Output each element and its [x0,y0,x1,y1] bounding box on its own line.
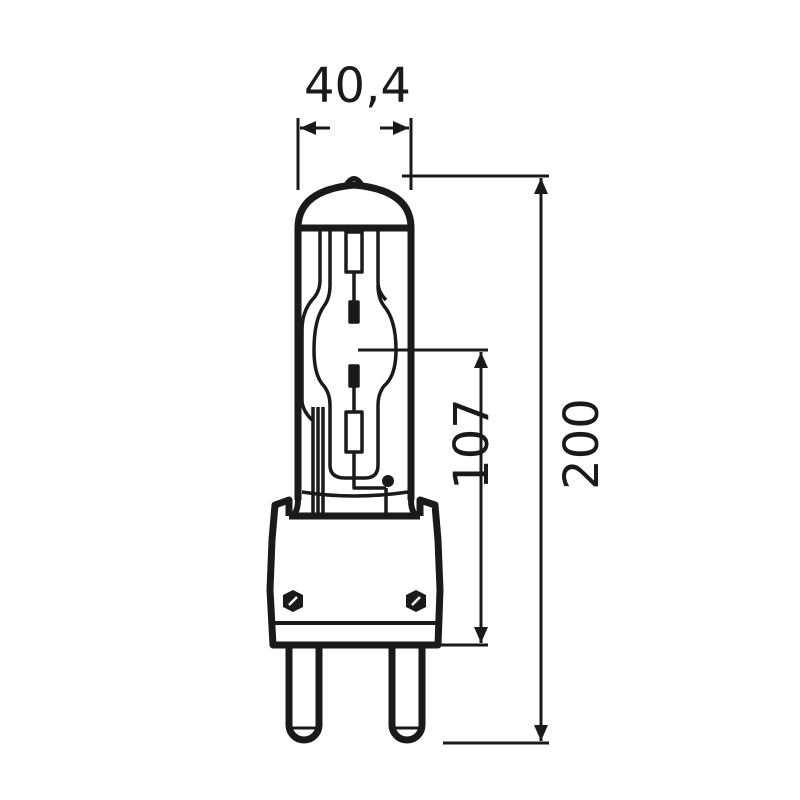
bulb-envelope [290,176,419,519]
lamp-base [266,496,444,649]
arrow-down-icon [474,627,488,643]
base-pins [285,645,426,744]
base-screws [283,590,426,612]
overall-length-dimension [402,174,549,745]
arrow-up-icon [534,178,548,194]
width-dimension [296,118,413,190]
arrow-up-icon [474,352,488,368]
arrow-left-icon [300,121,316,135]
arc-tube [300,230,409,514]
arrow-down-icon [534,725,548,741]
arrow-right-icon [393,121,409,135]
light-center-dimension [358,348,488,647]
overall-length-dimension-label: 200 [554,398,610,490]
getter-dot-icon [382,475,394,487]
width-dimension-label: 40,4 [304,58,411,114]
light-center-dimension-label: 107 [444,398,500,490]
